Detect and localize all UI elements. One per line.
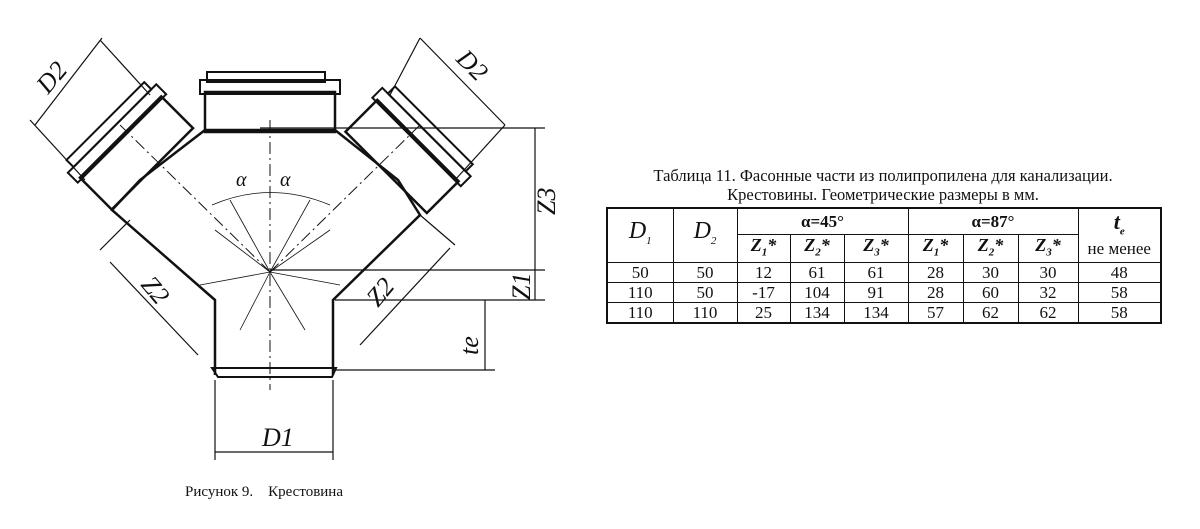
label-z2-right: Z2 [360, 272, 400, 312]
table-cell: 30 [1017, 262, 1079, 283]
table-cell: 61 [843, 262, 909, 283]
table-cell: 134 [843, 302, 909, 324]
header-alpha-87: α=87° [907, 207, 1079, 235]
table-cell: 50 [672, 282, 738, 303]
figure-caption: Рисунок 9. Крестовина [185, 484, 343, 500]
header-z1: Z1* [736, 234, 791, 263]
label-alpha-left: α [236, 169, 247, 191]
table-cell: 50 [606, 262, 674, 283]
label-d2-left: D2 [30, 56, 73, 100]
table-cell: 57 [907, 302, 964, 324]
right-socket [343, 85, 475, 215]
header-alpha-45: α=45° [736, 207, 909, 235]
bottom-spigot [210, 367, 338, 378]
table-cell: 62 [962, 302, 1019, 324]
label-d1: D1 [261, 423, 294, 452]
fitting-body [110, 128, 422, 375]
table-cell: 28 [907, 262, 964, 283]
table-cell: 134 [789, 302, 845, 324]
table-title-line1: Таблица 11. Фасонные части из полипропил… [653, 166, 1113, 185]
table-cell: 104 [789, 282, 845, 303]
label-z3: Z3 [532, 188, 561, 215]
label-z1: Z1 [507, 273, 536, 300]
table-cell: 50 [672, 262, 738, 283]
header-d1: D1 [606, 207, 674, 263]
dimension-lines [29, 37, 545, 460]
table-cell: 110 [606, 302, 674, 324]
table-title-line2: Крестовины. Геометрические размеры в мм. [727, 185, 1039, 204]
header-d2: D2 [672, 207, 738, 263]
cross-fitting-drawing: D2 D2 Z3 Z1 te D1 Z2 Z2 α α [29, 37, 561, 460]
table-cell: 25 [736, 302, 791, 324]
label-te: te [455, 336, 484, 355]
table-cell: 32 [1017, 282, 1079, 303]
header-z3: Z3* [843, 234, 909, 263]
table-cell: 30 [962, 262, 1019, 283]
table-cell: 60 [962, 282, 1019, 303]
thin-lines [199, 192, 341, 331]
table-cell: 61 [789, 262, 845, 283]
label-alpha-right: α [280, 169, 291, 191]
label-z2-left: Z2 [135, 270, 175, 310]
center-lines [119, 120, 421, 390]
header-z1: Z1* [907, 234, 964, 263]
table-cell: -17 [736, 282, 791, 303]
table-cell: 62 [1017, 302, 1079, 324]
header-z3: Z3* [1017, 234, 1079, 263]
header-z2: Z2* [789, 234, 845, 263]
table-cell: 110 [606, 282, 674, 303]
table-cell: 48 [1077, 262, 1162, 283]
left-socket [65, 80, 195, 212]
table-cell: 58 [1077, 302, 1162, 324]
table-cell: 12 [736, 262, 791, 283]
header-z2: Z2* [962, 234, 1019, 263]
table-cell: 110 [672, 302, 738, 324]
table-cell: 91 [843, 282, 909, 303]
table-title: Таблица 11. Фасонные части из полипропил… [606, 166, 1160, 204]
table-cell: 58 [1077, 282, 1162, 303]
label-d2-right: D2 [450, 43, 494, 87]
table-cell: 28 [907, 282, 964, 303]
